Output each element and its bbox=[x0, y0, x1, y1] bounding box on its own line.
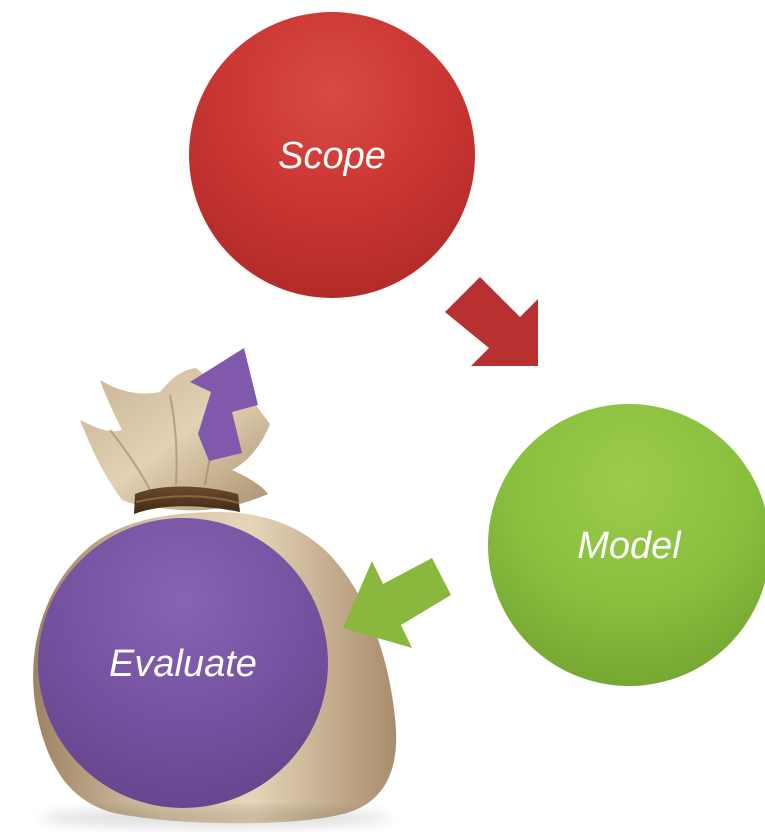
arrow-model-to-evaluate bbox=[343, 558, 451, 648]
model-node: Model bbox=[488, 404, 765, 686]
arrow-evaluate-to-scope bbox=[190, 348, 258, 461]
evaluate-node: Evaluate bbox=[38, 518, 328, 808]
scope-label: Scope bbox=[278, 135, 386, 177]
model-label: Model bbox=[577, 525, 682, 567]
arrow-scope-to-model bbox=[445, 277, 538, 366]
scope-node: Scope bbox=[189, 12, 475, 298]
evaluate-label: Evaluate bbox=[109, 643, 257, 685]
